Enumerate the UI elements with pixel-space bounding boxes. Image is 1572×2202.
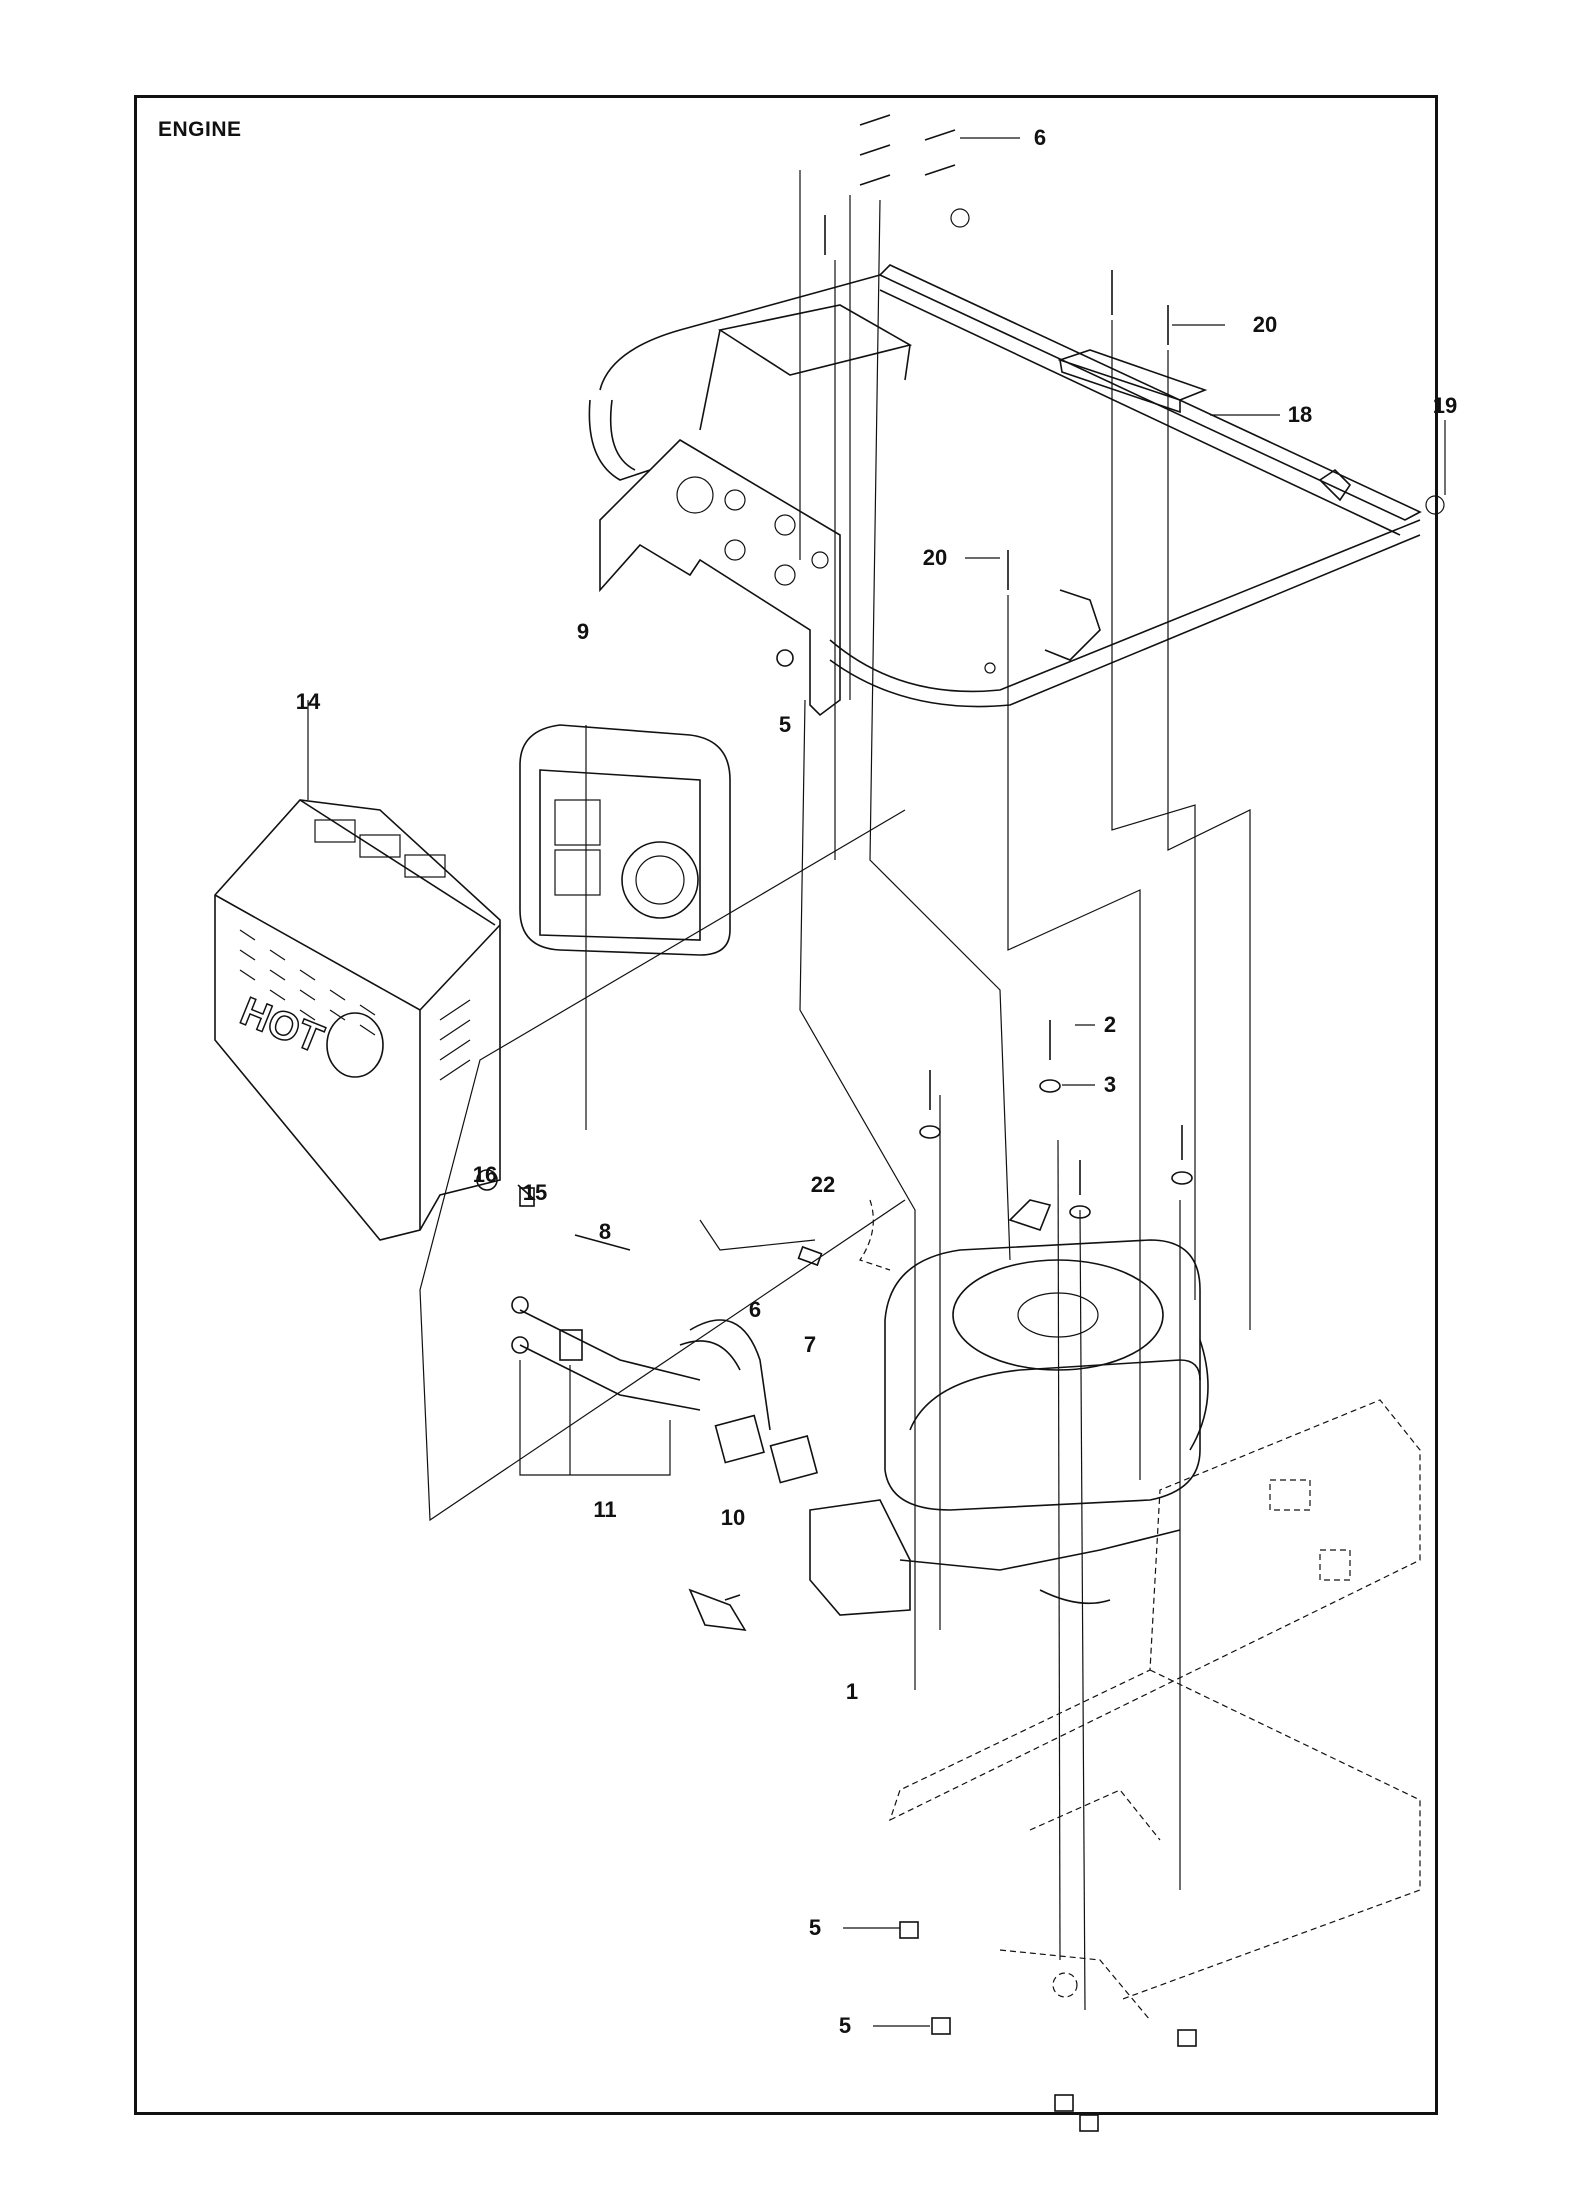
bolts-washers [919,1020,1193,1219]
callout-13: 11 [593,1497,617,1522]
leader-lines [419,170,1251,2011]
callout-11: 10 [720,1505,746,1530]
hot-warning-text: HOT [234,989,329,1061]
muffler [519,724,731,956]
callout-16: 16 [472,1162,498,1187]
callout-5: 5 [838,2013,852,2038]
callout-3: 3 [1103,1072,1117,1097]
callout-9: 9 [576,619,590,644]
callout-1: 1 [845,1679,859,1704]
chassis-frame [888,1399,1421,2021]
bolts-10 [824,114,1445,515]
callout-5: 5 [808,1915,822,1940]
callout-6: 6 [748,1297,762,1322]
part-22 [797,1199,891,1271]
fastener-15-16 [476,1169,536,1207]
callout-20: 20 [1252,312,1278,337]
engine [809,1199,1209,1616]
callout-7: 7 [803,1332,817,1357]
callout-8: 8 [598,1219,612,1244]
callout-leaders [307,137,1446,2027]
callout-22: 22 [810,1172,836,1197]
handle-frame-assembly [588,264,1422,708]
callout-14: 14 [295,689,321,714]
exhaust-pipe-set [511,1234,819,1484]
callout-10: 6 [1033,125,1047,150]
diagram-frame [134,95,1438,2115]
callout-18: 18 [1287,402,1313,427]
callout-2: 2 [1103,1012,1117,1037]
callout-5: 5 [778,712,792,737]
nuts-5 [776,649,1197,2132]
page-title: ENGINE [158,118,242,141]
engine-mount-plate [599,304,913,717]
switch-11 [688,1588,747,1631]
callout-19: 19 [1432,393,1458,418]
callout-15: 15 [522,1180,548,1205]
muffler-guard: HOT [214,799,501,1241]
bolts-20 [1007,270,1169,590]
callout-20: 20 [922,545,948,570]
